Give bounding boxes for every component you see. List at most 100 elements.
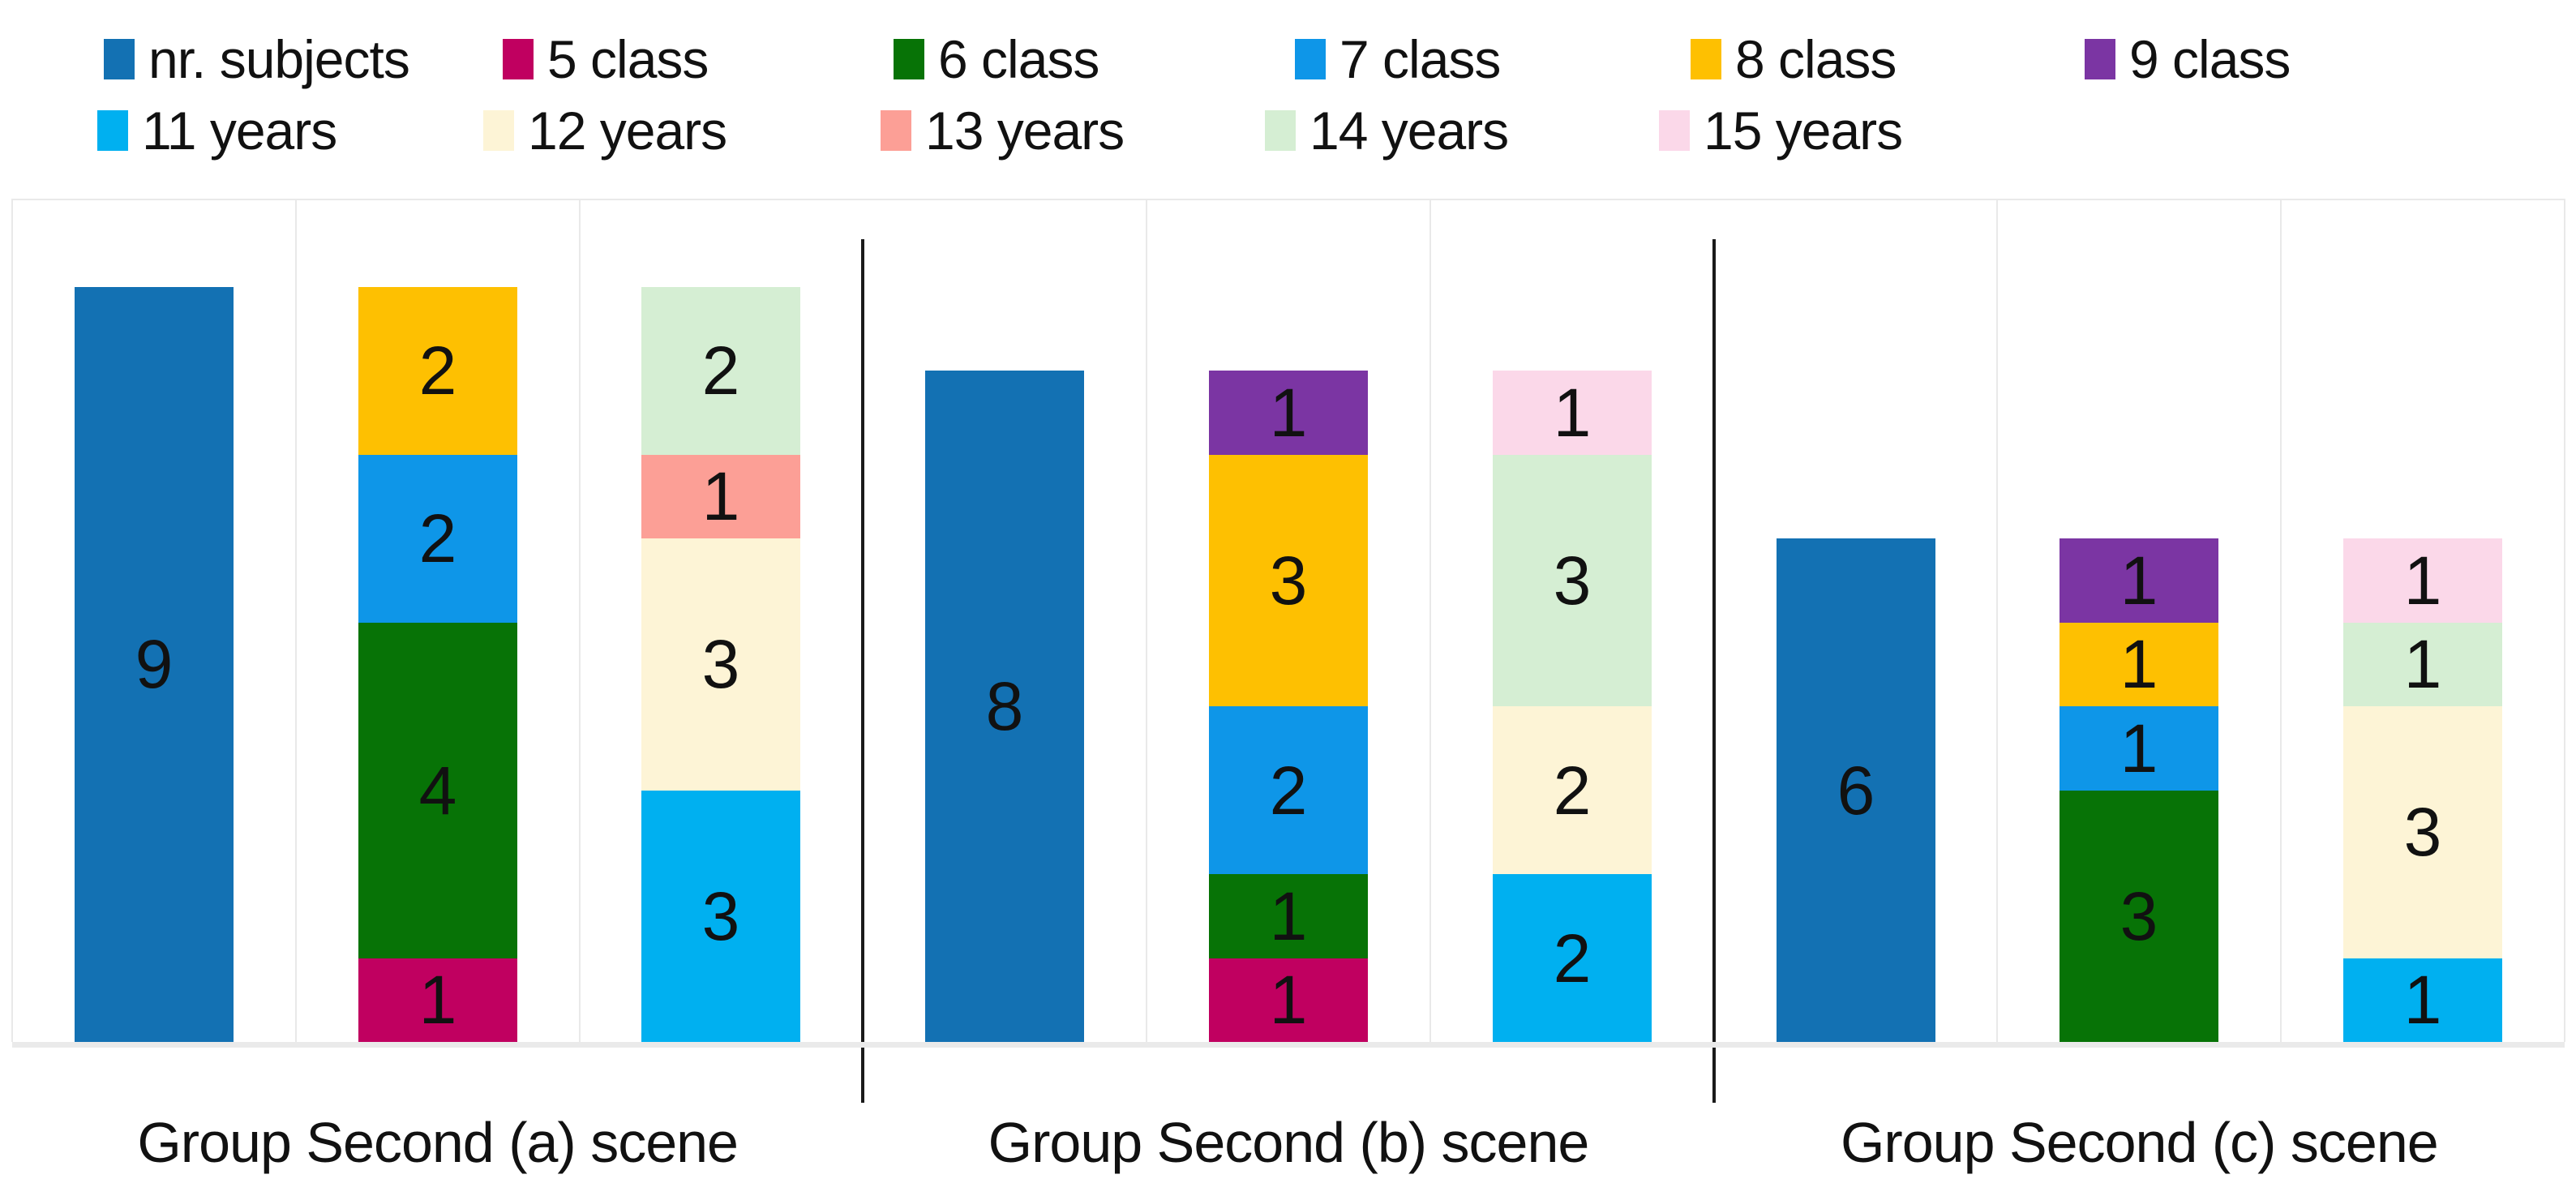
legend-label: nr. subjects	[148, 29, 410, 89]
bar-segment: 1	[1493, 371, 1652, 455]
segment-value: 9	[135, 626, 174, 703]
bar-segment: 2	[641, 286, 800, 455]
legend-label: 12 years	[528, 101, 727, 161]
segment-value: 1	[1269, 877, 1308, 954]
legend-item: 11 years	[97, 101, 337, 161]
segment-value: 1	[2120, 542, 2158, 619]
group-separator-line	[1712, 239, 1716, 1103]
legend-item: 9 class	[2085, 29, 2291, 89]
legend-label: 13 years	[925, 101, 1125, 161]
legend-swatch-icon	[1265, 110, 1296, 151]
legend-item: 15 years	[1659, 101, 1903, 161]
segment-value: 3	[1269, 542, 1308, 619]
legend-label: 7 class	[1339, 29, 1501, 89]
segment-value: 1	[1269, 962, 1308, 1039]
segment-value: 2	[1553, 920, 1592, 997]
segment-value: 6	[1837, 752, 1875, 829]
stacked-bar: 1 4 2 2	[358, 286, 517, 1042]
legend-swatch-icon	[2085, 39, 2115, 79]
bar-segment: 3	[2343, 706, 2502, 958]
bar-segment: 6	[1777, 538, 1935, 1042]
legend-label: 6 class	[938, 29, 1099, 89]
bar-segment: 3	[641, 538, 800, 791]
bar-segment: 1	[2060, 706, 2218, 791]
segment-value: 2	[418, 500, 457, 577]
slot-gridline	[294, 199, 297, 1042]
segment-value: 3	[701, 877, 740, 954]
segment-value: 2	[1553, 752, 1592, 829]
segment-value: 1	[2120, 626, 2158, 703]
segment-value: 1	[2403, 962, 2442, 1039]
slot-gridline	[2280, 199, 2282, 1042]
bar-segment: 2	[1493, 706, 1652, 874]
bar-segment: 4	[358, 622, 517, 958]
bar-segment: 3	[1493, 454, 1652, 706]
segment-value: 1	[1553, 374, 1592, 451]
group-label: Group Second (b) scene	[988, 1111, 1590, 1174]
legend-item: 7 class	[1295, 29, 1501, 89]
legend-item: 6 class	[894, 32, 1099, 86]
bar-segment: 1	[2343, 622, 2502, 706]
segment-value: 1	[418, 962, 457, 1039]
stacked-bar: 1 1 2 3 1	[1209, 371, 1368, 1042]
plot-top-border	[12, 199, 2565, 200]
group-label: Group Second (a) scene	[137, 1111, 739, 1174]
legend-item: 12 years	[483, 104, 727, 157]
legend-item: nr. subjects	[104, 29, 410, 89]
bar-segment: 1	[641, 454, 800, 538]
segment-value: 1	[2403, 626, 2442, 703]
legend-swatch-icon	[104, 39, 135, 79]
stacked-bar: 2 2 3 1	[1493, 371, 1652, 1042]
segment-value: 1	[2120, 709, 2158, 787]
legend-item: 13 years	[881, 101, 1125, 161]
legend-label: 11 years	[142, 101, 337, 161]
bar-segment: 1	[1209, 958, 1368, 1042]
slot-gridline	[2564, 199, 2565, 1042]
bar-segment: 1	[2060, 622, 2218, 706]
segment-value: 2	[418, 332, 457, 409]
bar-segment: 3	[641, 790, 800, 1042]
bar-segment: 1	[358, 958, 517, 1042]
bar-segment: 2	[358, 454, 517, 623]
slot-gridline	[11, 199, 13, 1042]
group-separator-line	[861, 239, 865, 1103]
slot-gridline	[1146, 199, 1148, 1042]
bar-segment: 3	[1209, 454, 1368, 706]
bar-segment: 1	[2060, 538, 2218, 623]
legend-item: 14 years	[1265, 101, 1509, 161]
legend-label: 9 class	[2129, 29, 2291, 89]
legend-label: 14 years	[1309, 101, 1509, 161]
slot-gridline	[1429, 199, 1431, 1042]
segment-value: 2	[701, 332, 740, 409]
bar-segment: 1	[1209, 371, 1368, 455]
bar-segment: 2	[1209, 706, 1368, 874]
slot-gridline	[1996, 199, 1999, 1042]
legend-swatch-icon	[1659, 110, 1690, 151]
legend-label: 5 class	[547, 29, 709, 89]
segment-value: 1	[701, 458, 740, 535]
segment-value: 4	[418, 752, 457, 829]
bar-segment: 9	[75, 286, 234, 1042]
legend-label: 8 class	[1735, 29, 1897, 89]
legend-label: 15 years	[1704, 101, 1903, 161]
stacked-bar: 8	[925, 371, 1084, 1042]
segment-value: 3	[1553, 542, 1592, 619]
stacked-bar: 3 3 1 2	[641, 286, 800, 1042]
bar-segment: 1	[1209, 874, 1368, 958]
segment-value: 3	[701, 626, 740, 703]
stacked-bar: 9	[75, 286, 234, 1042]
legend-swatch-icon	[1295, 39, 1326, 79]
bar-segment: 8	[925, 371, 1084, 1042]
bar-segment: 1	[2343, 538, 2502, 623]
legend-swatch-icon	[97, 110, 128, 151]
x-axis-line	[12, 1042, 2565, 1048]
legend-swatch-icon	[503, 39, 534, 79]
segment-value: 1	[1269, 374, 1308, 451]
segment-value: 2	[1269, 752, 1308, 829]
legend-swatch-icon	[483, 110, 514, 151]
legend-item: 5 class	[503, 29, 709, 89]
bar-segment: 1	[2343, 958, 2502, 1042]
legend-swatch-icon	[881, 110, 911, 151]
